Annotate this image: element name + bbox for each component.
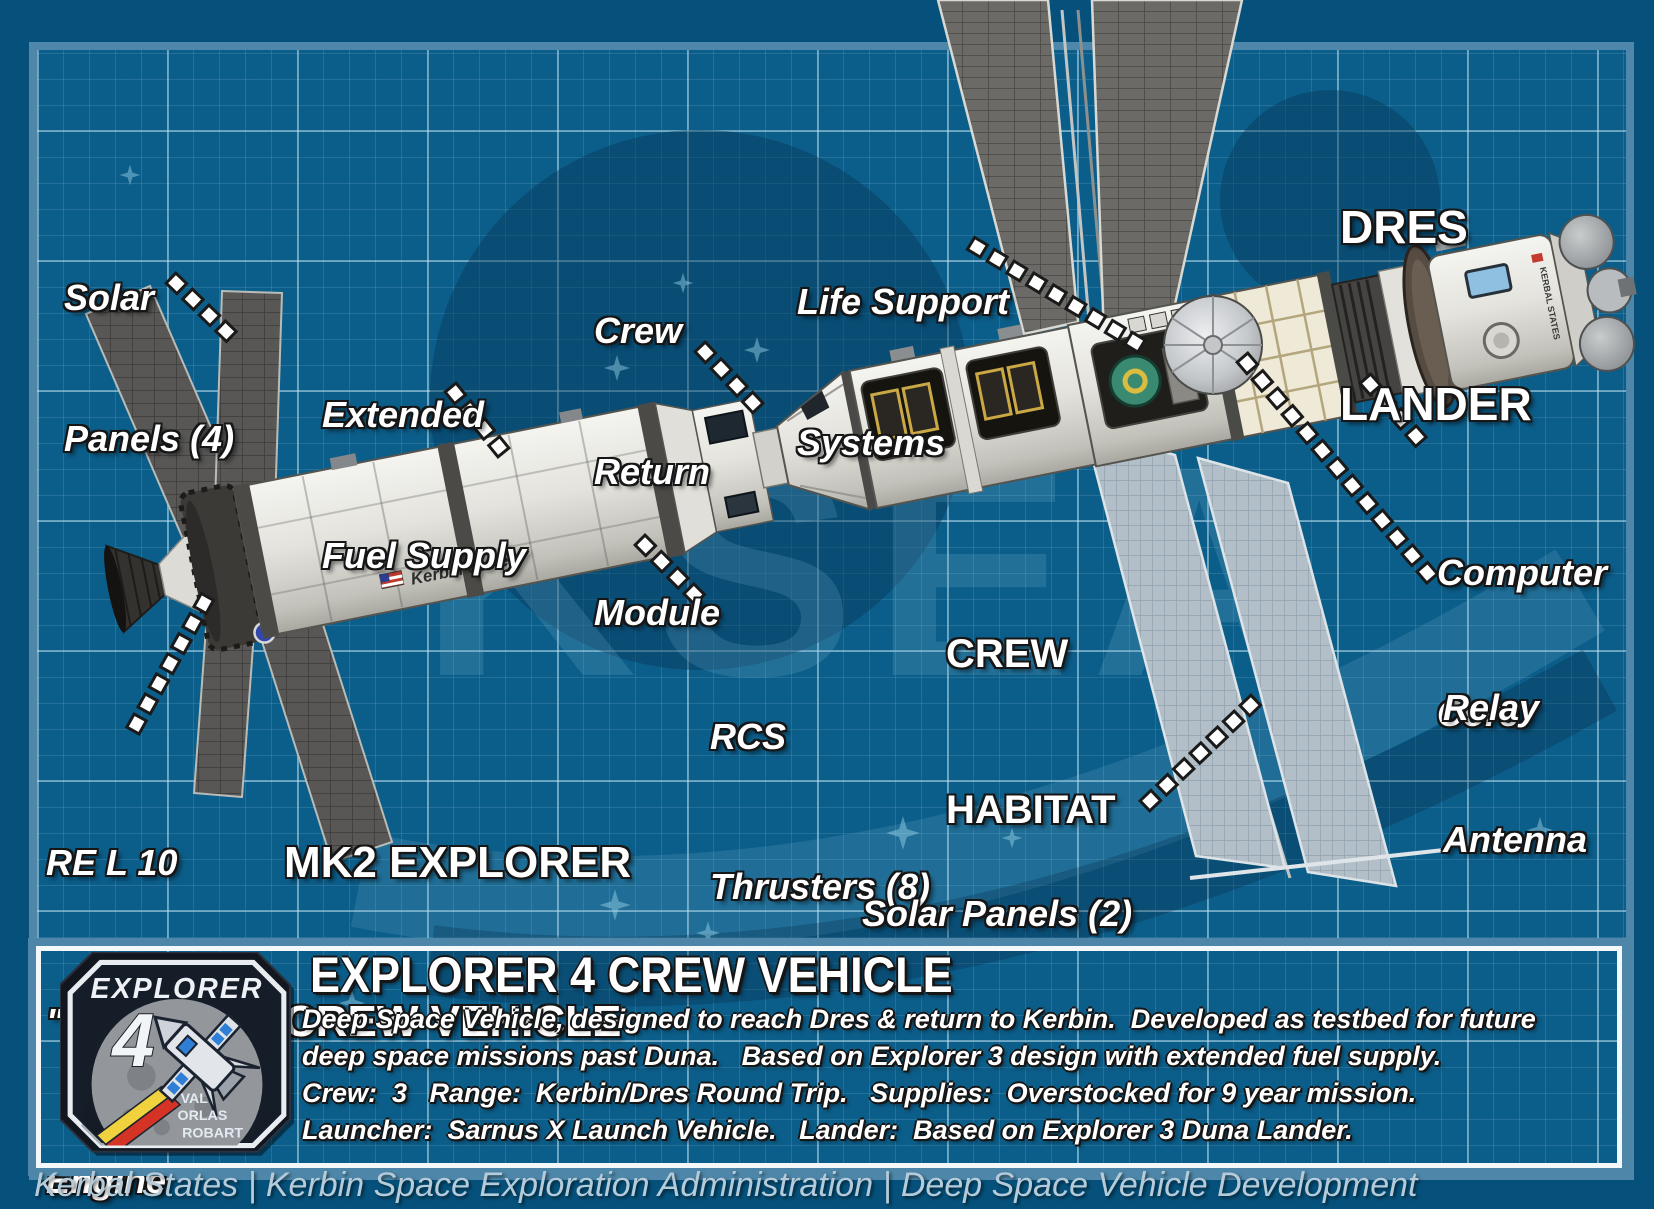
info-line-2: deep space missions past Duna. Based on …: [302, 1041, 1442, 1071]
callout-solar-panels-2: Solar Panels (2): [862, 893, 1133, 934]
solar-boom: [1189, 848, 1445, 880]
callout-extended-fuel-supply: Extended Fuel Supply: [322, 394, 527, 576]
lower-solar-panel-right: [1196, 456, 1398, 888]
watermark-swoosh-dark: [425, 649, 1618, 1007]
info-line-3: Crew: 3 Range: Kerbin/Dres Round Trip. S…: [302, 1078, 1417, 1108]
rcs-block: [889, 345, 916, 362]
watermark-swoosh-light: [350, 549, 1605, 952]
patch-program-text: EXPLORER: [91, 973, 264, 1005]
leader-lines: [119, 235, 1448, 814]
lander-tank-sphere: [1578, 315, 1635, 372]
callout-mk2-explorer: MK2 EXPLORER CREW VEHICLE: [284, 838, 632, 1046]
info-panel: [36, 946, 1622, 1168]
patch-number: 4: [110, 998, 154, 1082]
capsule-window: [800, 390, 830, 421]
patch-rocket: [152, 1013, 261, 1117]
upper-solar-panel-right: [1090, 0, 1244, 340]
info-line-4: Launcher: Sarnus X Launch Vehicle. Lande…: [302, 1115, 1353, 1145]
lander-engine: [1617, 276, 1637, 298]
patch-crew-name: ROBART: [182, 1125, 243, 1141]
dres-lander-assembly: KERBAL STATES: [1330, 213, 1637, 409]
leader-life-support: [969, 239, 1156, 358]
callout-computer-core: Computer Core: [1437, 552, 1607, 734]
patch-crew-name: VAL: [181, 1091, 209, 1107]
relay-antenna-dish: [1163, 295, 1263, 395]
crew-habitat-section: [848, 324, 1097, 510]
watermark-circle-small: [1220, 90, 1440, 310]
leader-relay-antenna: [1239, 355, 1444, 591]
footer-credit: Kerbal States | Kerbin Space Exploration…: [34, 1166, 1418, 1204]
callout-crew-return-module: Crew Return Module: [594, 310, 720, 633]
blueprint-grid: [29, 42, 1634, 1180]
rcs-block: [559, 408, 583, 424]
lander-window: [1464, 263, 1513, 299]
life-support-tank: [1108, 354, 1162, 408]
leader-solar-panels-4: [168, 275, 244, 349]
lander-tank-sphere: [1558, 213, 1615, 270]
aft-panel-down: [192, 626, 256, 799]
info-line-1: Deep Space Vehicle, designed to reach Dr…: [302, 1004, 1536, 1034]
upper-solar-panel-left: [936, 0, 1080, 336]
patch-artwork: EXPLORER 4 VAL ORLAS ROBART: [71, 973, 264, 1146]
callout-solar-panels-4: Solar Panels (4): [64, 277, 235, 459]
fuel-tank: Kerbal States: [233, 401, 686, 639]
info-panel-title: EXPLORER 4 CREW VEHICLE: [310, 947, 953, 1003]
sparkle-stars: [119, 164, 1553, 1016]
leader-computer-core: [1362, 376, 1437, 459]
callout-life-support-systems: Life Support Systems: [797, 281, 1009, 463]
lander-antenna: [1434, 233, 1466, 252]
rcs-block: [997, 324, 1023, 340]
rcs-block: [329, 453, 358, 471]
crew-return-module: [751, 370, 878, 511]
leader-poodle-engine: [123, 595, 212, 742]
callout-dres-lander: DRES LANDER: [1340, 201, 1532, 430]
leader-solar-panels-2: [1142, 692, 1264, 809]
patch-crew-name: ORLAS: [178, 1108, 228, 1124]
callout-crew-habitat: CREW HABITAT: [946, 632, 1116, 832]
mission-patch: EXPLORER 4 VAL ORLAS ROBART: [60, 952, 294, 1156]
leader-rcs: [637, 537, 709, 609]
poodle-engine-bell: [104, 527, 210, 635]
lower-solar-array: [1083, 428, 1445, 888]
callout-rcs-thrusters: RCS Thrusters (8): [710, 716, 931, 907]
callout-relay-antenna: Relay Antenna: [1443, 687, 1587, 860]
patch-flame-red: [104, 1094, 182, 1146]
